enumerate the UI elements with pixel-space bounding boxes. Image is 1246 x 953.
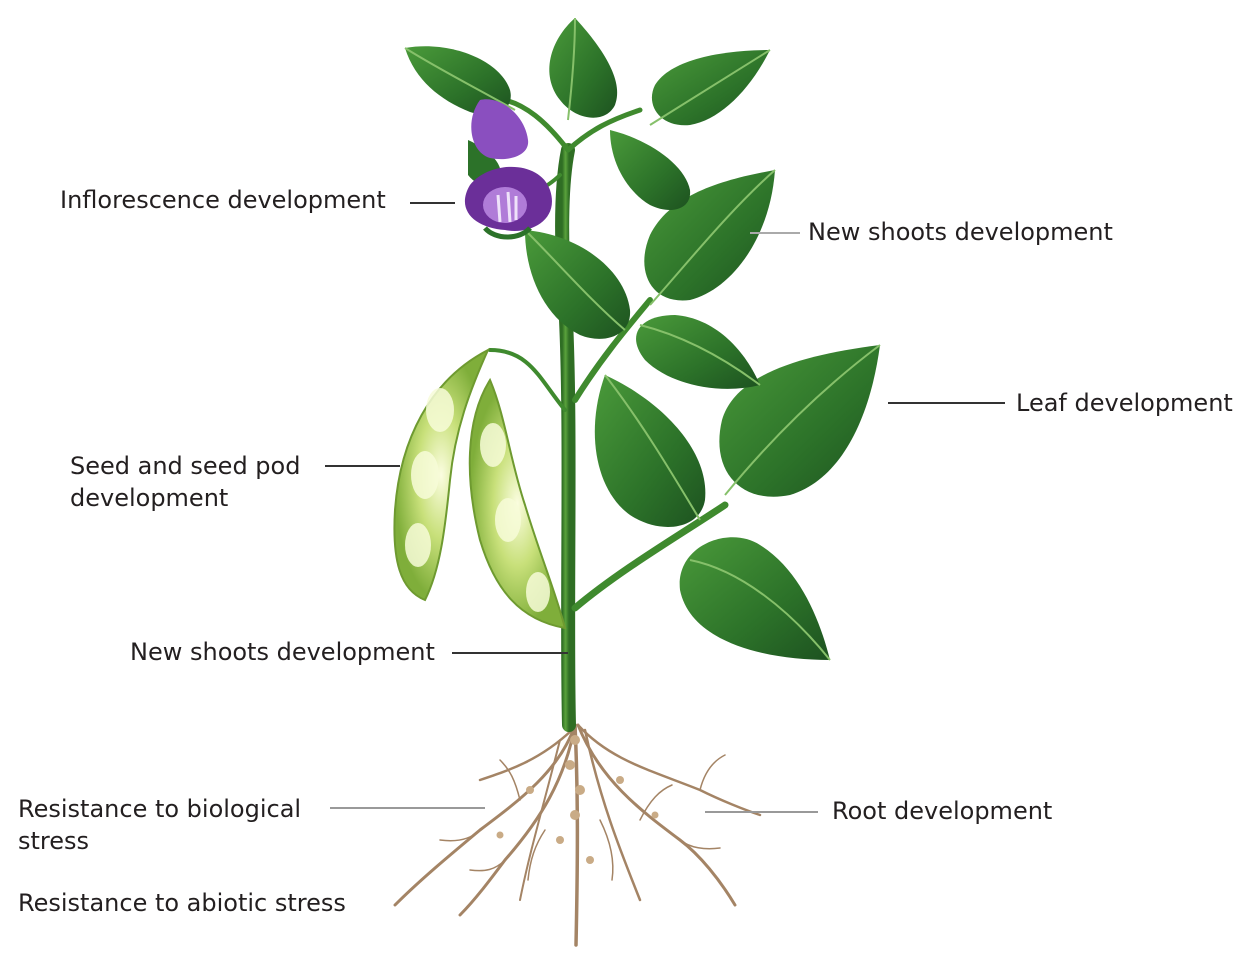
label-seed-pod-line2: development <box>70 482 228 514</box>
label-inflorescence-development: Inflorescence development <box>60 184 386 216</box>
label-biological-stress-line1: Resistance to biological <box>18 793 301 825</box>
main-stem <box>562 150 569 725</box>
label-new-shoots-development-stem: New shoots development <box>130 636 435 668</box>
roots <box>395 725 760 945</box>
label-root-development: Root development <box>832 795 1052 827</box>
label-seed-pod-line1: Seed and seed pod <box>70 450 300 482</box>
seed-pods <box>394 350 565 628</box>
label-new-shoots-development-top: New shoots development <box>808 216 1113 248</box>
label-abiotic-stress: Resistance to abiotic stress <box>18 887 346 919</box>
label-biological-stress-line2: stress <box>18 825 89 857</box>
label-leaf-development: Leaf development <box>1016 387 1233 419</box>
